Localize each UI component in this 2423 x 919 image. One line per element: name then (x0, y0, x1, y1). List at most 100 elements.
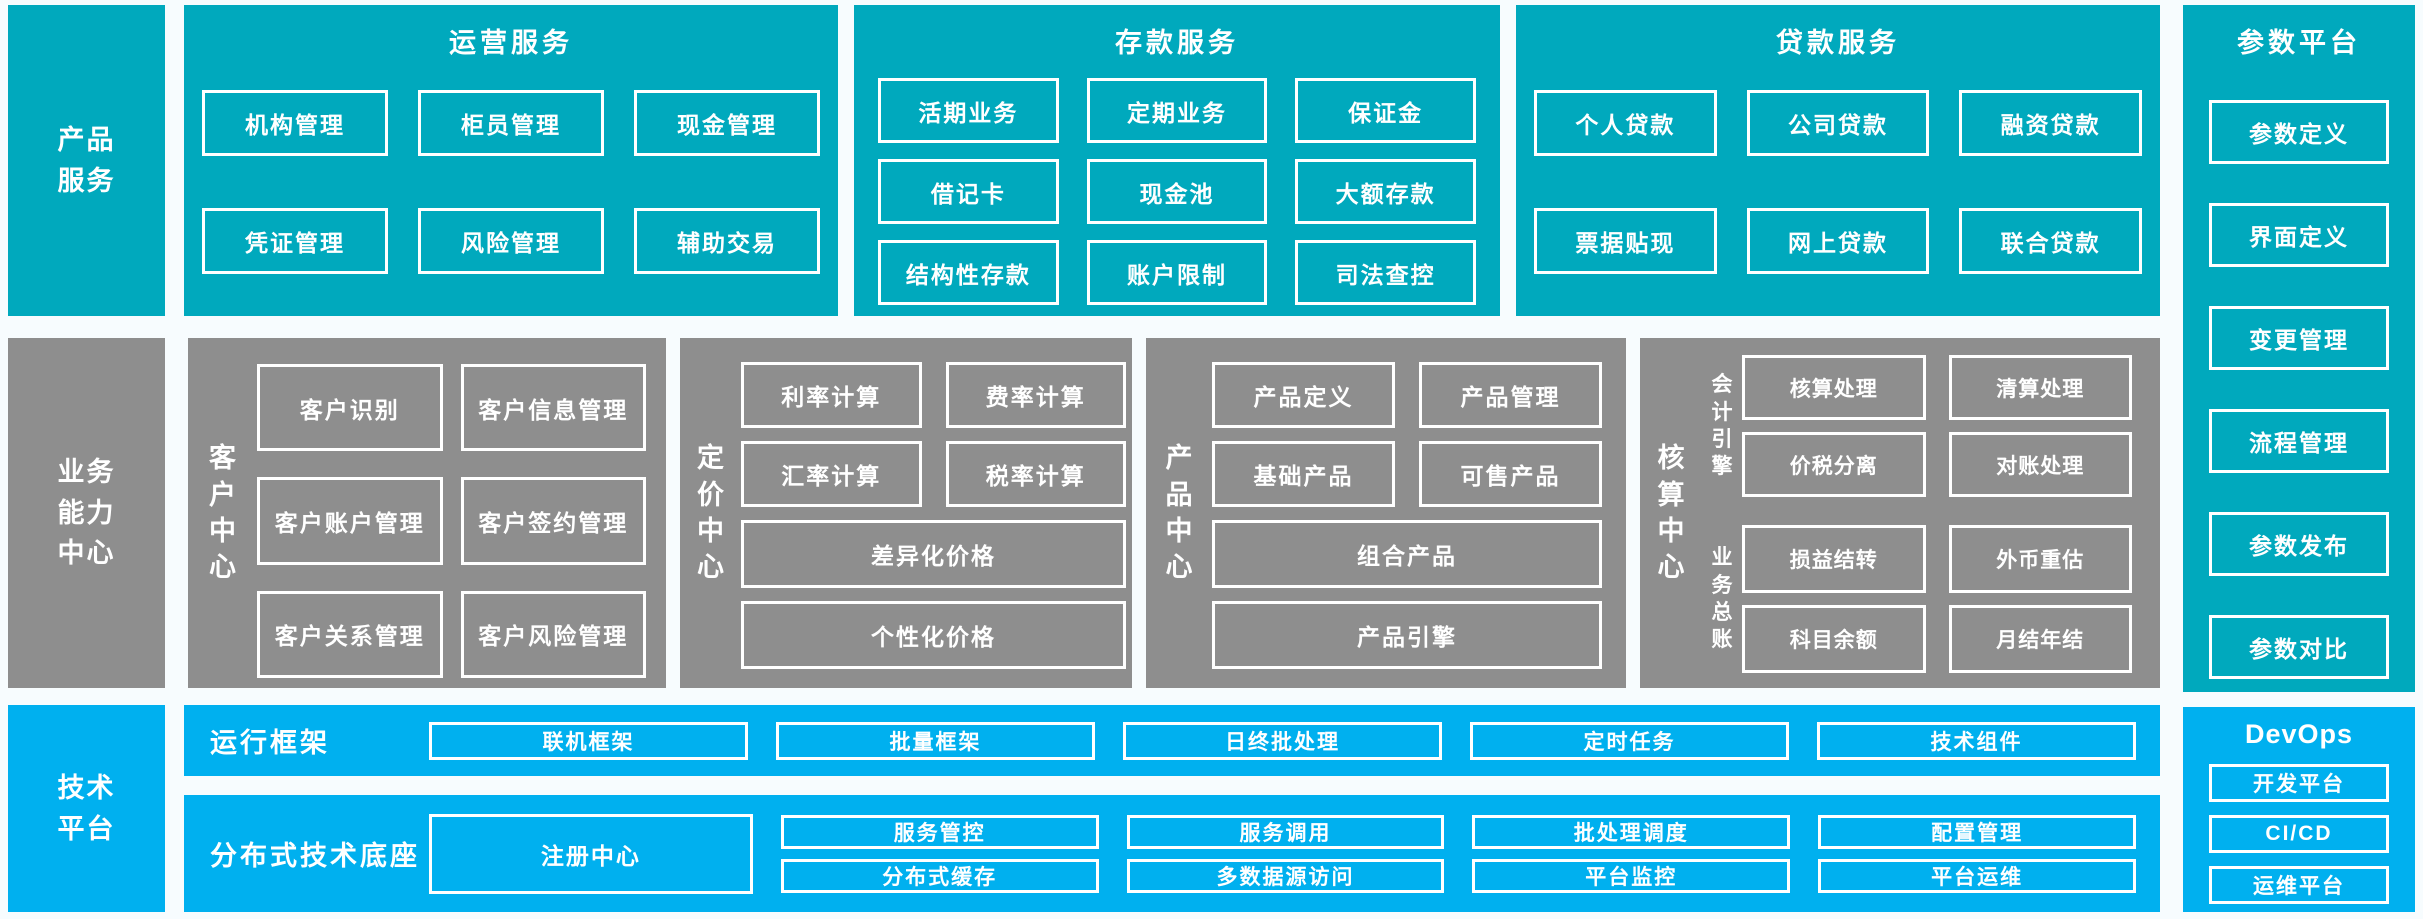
diagram-cell: 平台运维 (1818, 858, 2136, 893)
accounting-content: 会计引擎 核算处理 清算处理 价税分离 对账处理 业务总账 损益结转 外币重估 … (1702, 355, 2132, 677)
diagram-cell: 对账处理 (1948, 432, 2132, 497)
panel-operations-services: 运营服务 机构管理 柜员管理 现金管理 凭证管理 风险管理 辅助交易 (184, 5, 838, 316)
diagram-cell: 外币重估 (1948, 525, 2132, 593)
diagram-cell: 联机框架 (429, 721, 748, 760)
diagram-cell: 变更管理 (2209, 306, 2389, 370)
panel-title: 运营服务 (449, 28, 573, 58)
diagram-cell: 账户限制 (1086, 240, 1268, 305)
diagram-cell: 核算处理 (1742, 355, 1926, 420)
diagram-cell: 产品管理 (1419, 362, 1602, 428)
diagram-cell: 税率计算 (945, 441, 1126, 507)
diagram-cell: 界面定义 (2209, 203, 2389, 267)
diagram-cell: 平台监控 (1472, 858, 1791, 893)
diagram-cell: 客户信息管理 (460, 364, 646, 452)
diagram-cell: 运维平台 (2209, 866, 2389, 904)
diagram-cell: 服务管控 (780, 814, 1099, 849)
loan-grid: 个人贷款 公司贷款 融资贷款 票据贴现 网上贷款 联合贷款 (1534, 90, 2142, 274)
diagram-cell: 定时任务 (1470, 721, 1789, 760)
operations-grid: 机构管理 柜员管理 现金管理 凭证管理 风险管理 辅助交易 (202, 90, 820, 274)
diagram-cell: 服务调用 (1126, 814, 1445, 849)
panel-loan-services: 贷款服务 个人贷款 公司贷款 融资贷款 票据贴现 网上贷款 联合贷款 (1516, 5, 2160, 316)
vertical-label: 核算中心 (1657, 443, 1685, 583)
diagram-cell: 差异化价格 (741, 520, 1126, 588)
diagram-cell: 产品引擎 (1212, 601, 1602, 669)
diagram-cell: 风险管理 (418, 208, 604, 274)
panel-title: DevOps (2244, 719, 2354, 749)
diagram-cell: 科目余额 (1742, 605, 1926, 673)
diagram-cell: 参数定义 (2209, 100, 2389, 164)
deposit-grid: 活期业务 定期业务 保证金 借记卡 现金池 大额存款 结构性存款 账户限制 司法… (878, 78, 1476, 305)
diagram-cell: 月结年结 (1948, 605, 2132, 673)
diagram-cell: 开发平台 (2209, 764, 2389, 802)
diagram-cell: 客户风险管理 (460, 590, 646, 678)
vertical-sublabel: 业务总账 (1711, 546, 1733, 652)
side-label-business-capability-center: 业务 能力 中心 (8, 338, 165, 688)
diagram-cell: 注册中心 (429, 813, 753, 894)
panel-pricing-center: 定价中心 利率计算 费率计算 汇率计算 税率计算 差异化价格 个性化价格 (680, 338, 1132, 688)
runtime-boxes: 联机框架 批量框架 日终批处理 定时任务 技术组件 (429, 721, 2136, 760)
diagram-cell: 批处理调度 (1472, 814, 1791, 849)
diagram-cell: 定期业务 (1086, 78, 1268, 143)
diagram-cell: 参数发布 (2209, 512, 2389, 576)
diagram-cell: 联合贷款 (1959, 208, 2142, 274)
diagram-cell: 配置管理 (1818, 814, 2136, 849)
diagram-cell: 组合产品 (1212, 520, 1602, 588)
diagram-cell: 现金管理 (634, 90, 820, 156)
diagram-cell: 机构管理 (202, 90, 388, 156)
vertical-label: 产品中心 (1165, 443, 1193, 583)
panel-customer-center: 客户中心 客户识别 客户信息管理 客户账户管理 客户签约管理 客户关系管理 客户… (188, 338, 666, 688)
accounting-engine-group: 会计引擎 核算处理 清算处理 价税分离 对账处理 (1702, 355, 2132, 497)
base-column: 服务调用 多数据源访问 (1126, 814, 1445, 893)
diagram-cell: CI/CD (2209, 815, 2389, 853)
diagram-cell: 辅助交易 (634, 208, 820, 274)
vertical-label: 客户中心 (209, 443, 236, 583)
devops-list: 开发平台 CI/CD 运维平台 (2209, 764, 2389, 904)
diagram-cell: 产品定义 (1212, 362, 1395, 428)
diagram-cell: 损益结转 (1742, 525, 1926, 593)
bar-distributed-tech-base: 分布式技术底座 注册中心 服务管控 分布式缓存 服务调用 多数据源访问 批处理调… (184, 795, 2160, 912)
panel-title: 存款服务 (1115, 28, 1239, 58)
business-ledger-group: 业务总账 损益结转 外币重估 科目余额 月结年结 (1702, 525, 2132, 673)
diagram-cell: 个性化价格 (741, 601, 1126, 669)
parameter-list: 参数定义 界面定义 变更管理 流程管理 参数发布 参数对比 (2209, 100, 2389, 679)
side-label-product-services: 产品 服务 (8, 5, 165, 316)
vertical-sublabel: 会计引擎 (1711, 373, 1733, 479)
product-content: 产品定义 产品管理 基础产品 可售产品 组合产品 产品引擎 (1212, 362, 1602, 672)
diagram-cell: 凭证管理 (202, 208, 388, 274)
bar-label: 运行框架 (210, 728, 330, 758)
diagram-cell: 融资贷款 (1959, 90, 2142, 156)
diagram-cell: 客户签约管理 (460, 477, 646, 565)
diagram-cell: 客户关系管理 (257, 590, 443, 678)
diagram-cell: 分布式缓存 (780, 858, 1099, 893)
diagram-cell: 流程管理 (2209, 409, 2389, 473)
diagram-cell: 活期业务 (878, 78, 1059, 143)
diagram-cell: 多数据源访问 (1126, 858, 1445, 893)
diagram-cell: 日终批处理 (1123, 721, 1442, 760)
bar-runtime-framework: 运行框架 联机框架 批量框架 日终批处理 定时任务 技术组件 (184, 705, 2160, 776)
diagram-cell: 网上贷款 (1746, 208, 1930, 274)
diagram-cell: 清算处理 (1948, 355, 2132, 420)
diagram-cell: 利率计算 (741, 362, 922, 428)
bar-label: 分布式技术底座 (210, 841, 420, 871)
diagram-cell: 技术组件 (1817, 721, 2136, 760)
customer-grid: 客户识别 客户信息管理 客户账户管理 客户签约管理 客户关系管理 客户风险管理 (257, 364, 646, 678)
diagram-cell: 价税分离 (1742, 432, 1926, 497)
side-label-technology-platform: 技术 平台 (8, 705, 165, 912)
diagram-cell: 客户账户管理 (257, 477, 443, 565)
panel-title: 参数平台 (2237, 28, 2361, 58)
panel-product-center: 产品中心 产品定义 产品管理 基础产品 可售产品 组合产品 产品引擎 (1146, 338, 1626, 688)
diagram-cell: 客户识别 (257, 364, 443, 452)
diagram-cell: 借记卡 (878, 159, 1059, 224)
diagram-cell: 结构性存款 (878, 240, 1059, 305)
vertical-label: 定价中心 (697, 443, 724, 583)
panel-parameter-platform: 参数平台 参数定义 界面定义 变更管理 流程管理 参数发布 参数对比 (2183, 5, 2415, 692)
diagram-cell: 柜员管理 (418, 90, 604, 156)
diagram-cell: 司法查控 (1295, 240, 1476, 305)
diagram-cell: 费率计算 (945, 362, 1126, 428)
diagram-cell: 批量框架 (776, 721, 1095, 760)
pricing-content: 利率计算 费率计算 汇率计算 税率计算 差异化价格 个性化价格 (741, 362, 1126, 672)
diagram-cell: 基础产品 (1212, 441, 1395, 507)
diagram-cell: 保证金 (1295, 78, 1476, 143)
distributed-base-content: 注册中心 服务管控 分布式缓存 服务调用 多数据源访问 批处理调度 平台监控 配… (429, 813, 2136, 894)
